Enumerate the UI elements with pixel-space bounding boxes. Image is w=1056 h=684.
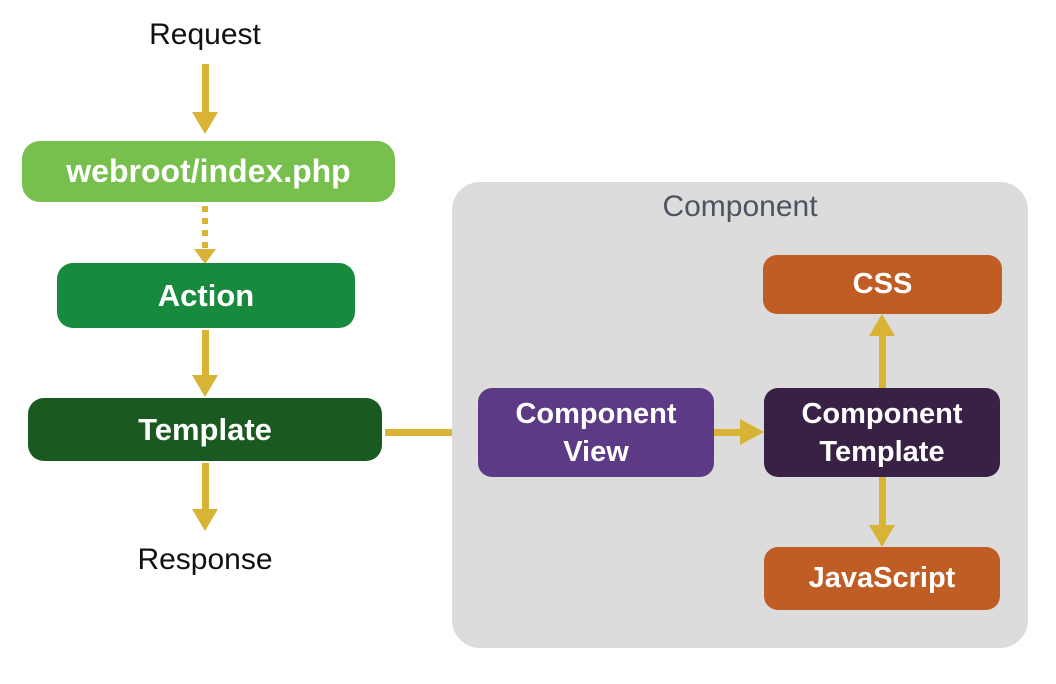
arrow-shaft	[202, 330, 209, 375]
node-javascript: JavaScript	[764, 547, 1000, 610]
response-label: Response	[137, 543, 273, 576]
arrow-shaft	[202, 64, 209, 112]
arrowhead-down-icon	[192, 112, 218, 134]
node-component-template: Component Template	[764, 388, 1000, 477]
node-css: CSS	[763, 255, 1002, 314]
arrow-dotted-shaft	[202, 206, 208, 250]
arrow-shaft	[879, 477, 886, 525]
arrowhead-up-icon	[869, 314, 895, 336]
arrowhead-right-icon	[740, 419, 764, 445]
request-label: Request	[149, 18, 261, 51]
arrowhead-down-icon	[192, 509, 218, 531]
node-component-view: Component View	[478, 388, 714, 477]
arrowhead-down-icon	[192, 375, 218, 397]
arrowhead-down-icon	[194, 249, 216, 264]
node-action: Action	[57, 263, 355, 328]
arrow-shaft	[202, 463, 209, 509]
arrow-shaft	[879, 335, 886, 388]
node-template: Template	[28, 398, 382, 461]
arrowhead-down-icon	[869, 525, 895, 547]
node-webroot-index-php: webroot/index.php	[22, 141, 395, 202]
arrow-shaft	[714, 429, 742, 436]
component-container-title: Component	[662, 190, 818, 223]
arrow-shaft	[385, 429, 455, 436]
